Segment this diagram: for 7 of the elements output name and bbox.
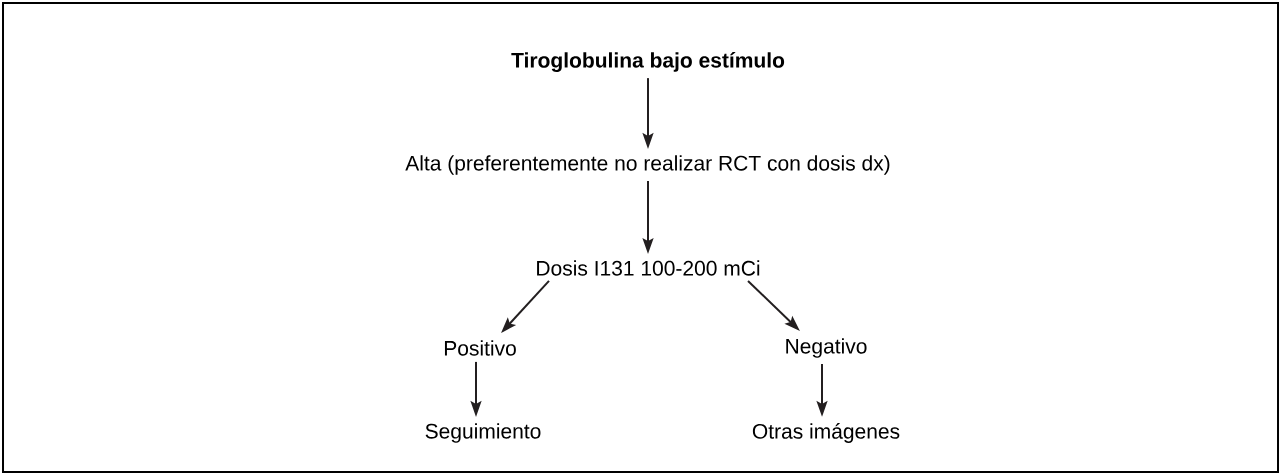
flow-text: Seguimiento <box>425 423 541 443</box>
flow-text: Negativo <box>786 338 867 358</box>
flow-text: Otras imágenes <box>752 423 900 443</box>
flow-text: Tiroglobulina bajo estímulo <box>511 52 785 72</box>
flow-text: Dosis I131 100-200 mCi <box>537 260 760 276</box>
flow-text: Alta (preferentemente no realizar RCT con dosis dx) <box>405 155 890 175</box>
flow-text: Positivo <box>444 340 516 356</box>
